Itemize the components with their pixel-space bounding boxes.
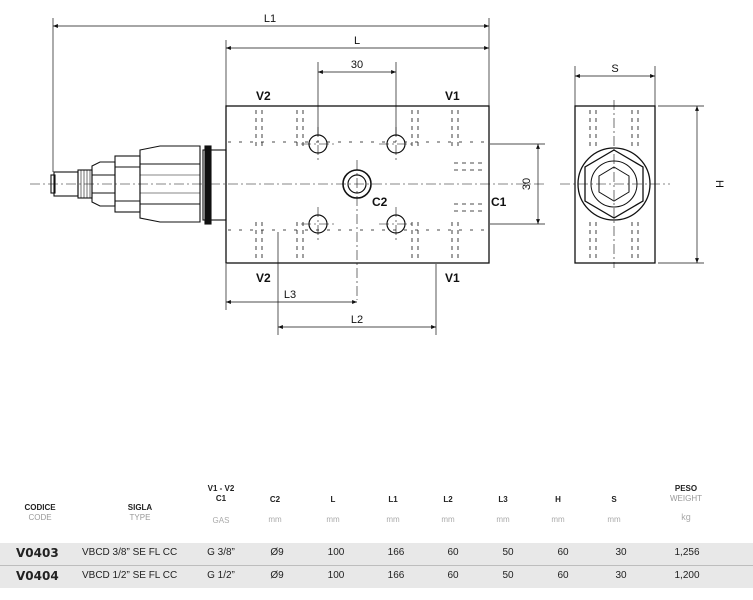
cell-l: 100 <box>327 570 345 581</box>
cell-weight: 1,256 <box>674 547 700 558</box>
dim-h-label: H <box>713 180 725 188</box>
dim-s-label: S <box>611 63 618 75</box>
dim-l2-label: L2 <box>351 314 363 326</box>
cell-h: 60 <box>557 547 569 558</box>
cell-type: VBCD 3/8” SE FL CC <box>82 547 178 558</box>
valve-body-side <box>574 105 656 264</box>
header-l2: L2 mm <box>441 495 455 524</box>
dim-l-label: L <box>354 35 360 47</box>
cell-s: 30 <box>615 570 627 581</box>
table-row: V0404 VBCD 1/2” SE FL CC G 1/2” Ø9 100 1… <box>0 566 753 588</box>
cell-l3: 50 <box>502 570 514 581</box>
port-c1-label: C1 <box>491 195 507 209</box>
cell-s: 30 <box>615 547 627 558</box>
cell-l: 100 <box>327 547 345 558</box>
dim-30-side-label: 30 <box>521 178 533 190</box>
cell-l1: 166 <box>387 570 405 581</box>
dim-30-top-label: 30 <box>351 59 363 71</box>
dim-l1-label: L1 <box>264 13 276 25</box>
header-l3: L3 mm <box>496 495 510 524</box>
valve-body-front <box>225 105 490 264</box>
cell-c2: Ø9 <box>270 547 284 558</box>
cartridge-assembly <box>50 145 227 225</box>
cell-type: VBCD 1/2” SE FL CC <box>82 570 178 581</box>
port-v2-top-label: V2 <box>256 89 271 103</box>
cell-weight: 1,200 <box>674 570 700 581</box>
technical-drawing: L1 L 30 S 30 H L3 L2 V2 V1 C2 C1 V2 V1 <box>30 13 725 335</box>
header-s: S mm <box>607 495 621 524</box>
cell-l2: 60 <box>447 547 459 558</box>
table-row: V0403 VBCD 3/8” SE FL CC G 3/8” Ø9 100 1… <box>0 543 753 566</box>
port-c2-label: C2 <box>372 195 388 209</box>
cell-v1-v2-c1: G 3/8” <box>207 547 235 558</box>
cell-code: V0403 <box>16 546 59 560</box>
port-v2-bottom-label: V2 <box>256 271 271 285</box>
port-v1-top-label: V1 <box>445 89 460 103</box>
header-l1: L1 mm <box>386 495 400 524</box>
port-v1-bottom-label: V1 <box>445 271 460 285</box>
cell-c2: Ø9 <box>270 570 284 581</box>
cell-code: V0404 <box>16 569 59 583</box>
header-h: H mm <box>551 495 565 524</box>
header-l: L mm <box>326 495 340 524</box>
cell-l2: 60 <box>447 570 459 581</box>
cell-l1: 166 <box>387 547 405 558</box>
dim-l3-label: L3 <box>284 289 296 301</box>
cell-l3: 50 <box>502 547 514 558</box>
cell-h: 60 <box>557 570 569 581</box>
header-c2: C2 mm <box>268 495 282 524</box>
cell-v1-v2-c1: G 1/2” <box>207 570 235 581</box>
